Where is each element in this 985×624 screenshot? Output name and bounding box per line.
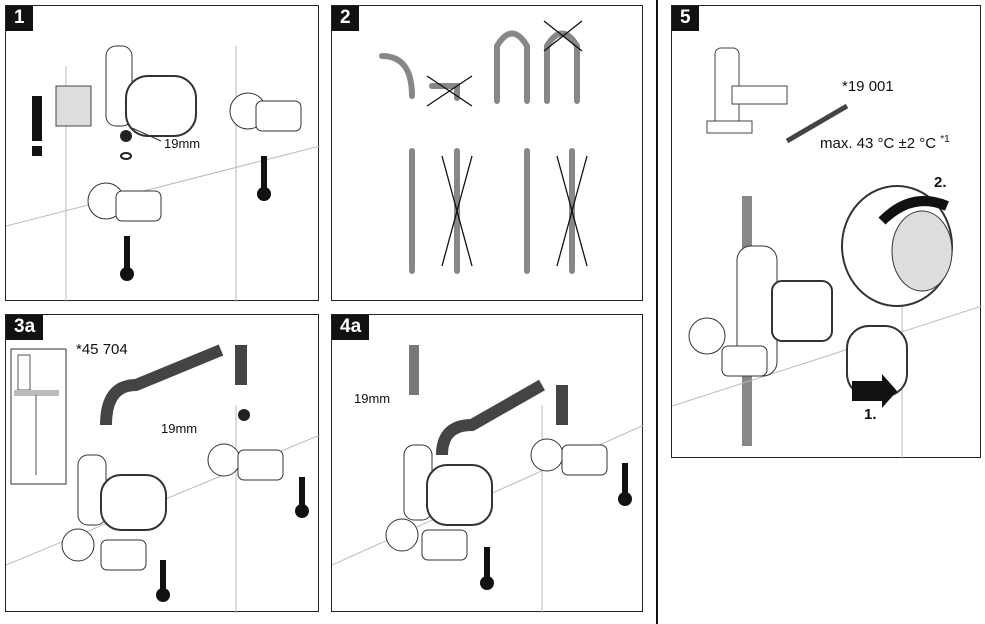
thermometer-icon — [785, 103, 849, 144]
thermometer-icon — [257, 156, 271, 201]
step-badge: 3a — [6, 315, 44, 340]
thermometer-icon — [480, 547, 494, 590]
step-badge: 2 — [332, 6, 359, 31]
step-badge: 5 — [672, 6, 699, 31]
wrench-size-label: 19mm — [161, 421, 198, 436]
column-divider — [656, 0, 658, 624]
panel-step-2: 2 — [331, 5, 643, 301]
max-temperature-label: max. 43 °C ±2 °C *1 — [820, 134, 950, 152]
thermometer-icon — [295, 477, 309, 518]
thermometer-icon — [156, 560, 170, 602]
step-badge: 1 — [6, 6, 33, 31]
step-1-label: 1. — [864, 406, 877, 423]
cross-mark-icon — [426, 20, 588, 267]
thermometer-icon — [618, 463, 632, 506]
thermometer-icon — [120, 236, 134, 281]
pull-arrow-icon — [852, 374, 897, 408]
illustration-thermostat-mount — [332, 345, 644, 613]
panel-step-5: 5 *19 001 max. 43 °C ±2 °C *1 2. 1. — [671, 5, 982, 459]
temperature-text: max. 43 °C ±2 °C — [820, 135, 937, 152]
panel-step-3a: 3a *45 704 19mm — [5, 314, 320, 613]
panel-step-4a: 4a 19mm — [331, 314, 644, 613]
rotate-arrow-icon — [878, 196, 949, 225]
part-number-label: *45 704 — [76, 341, 128, 358]
wrench-size-label: 19mm — [354, 391, 391, 406]
illustration-hose-connection — [6, 344, 320, 613]
illustration-temperature-adjust — [672, 47, 982, 459]
illustration-thermostat-install — [6, 45, 320, 302]
part-number-label: *19 001 — [842, 78, 894, 95]
panel-step-1: 1 19mm — [5, 5, 320, 302]
step-badge: 4a — [332, 315, 370, 340]
wrench-size-label: 19mm — [164, 136, 201, 151]
illustration-hose-bending — [379, 20, 588, 274]
footnote-marker: *1 — [940, 134, 950, 145]
step-2-label: 2. — [934, 174, 947, 191]
